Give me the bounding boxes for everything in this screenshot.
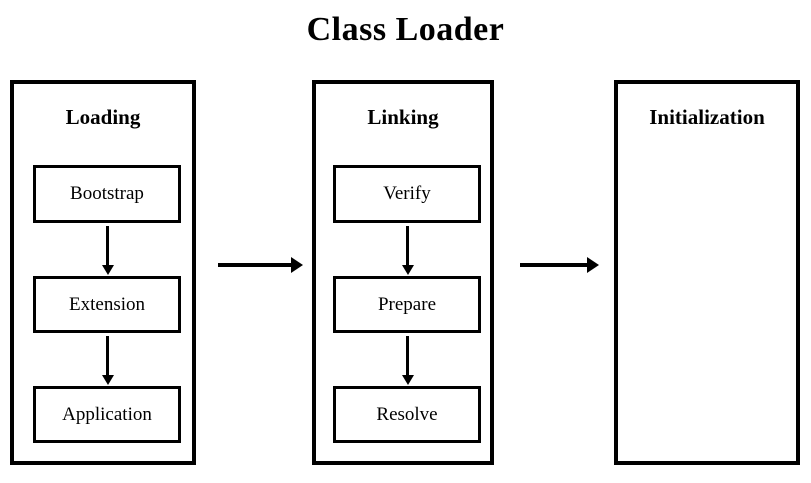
down-arrow-icon-bootstrap-extension	[106, 226, 109, 266]
node-bootstrap: Bootstrap	[33, 165, 181, 223]
page-title: Class Loader	[306, 11, 505, 48]
stage-linking: Linking Verify Prepare Resolve	[312, 80, 494, 465]
stage-initialization-title: Initialization	[649, 105, 765, 129]
stage-initialization: Initialization	[614, 80, 800, 465]
down-arrow-icon-extension-application	[106, 336, 109, 376]
right-arrow-icon-linking-initialization	[520, 263, 588, 267]
node-prepare: Prepare	[333, 276, 481, 333]
node-resolve: Resolve	[333, 386, 481, 443]
node-application: Application	[33, 386, 181, 443]
stage-linking-title: Linking	[367, 105, 439, 129]
down-arrow-icon-verify-prepare	[406, 226, 409, 266]
node-extension: Extension	[33, 276, 181, 333]
node-verify: Verify	[333, 165, 481, 223]
right-arrow-icon-loading-linking	[218, 263, 292, 267]
stage-loading-title: Loading	[65, 105, 141, 129]
stage-loading: Loading Bootstrap Extension Application	[10, 80, 196, 465]
down-arrow-icon-prepare-resolve	[406, 336, 409, 376]
